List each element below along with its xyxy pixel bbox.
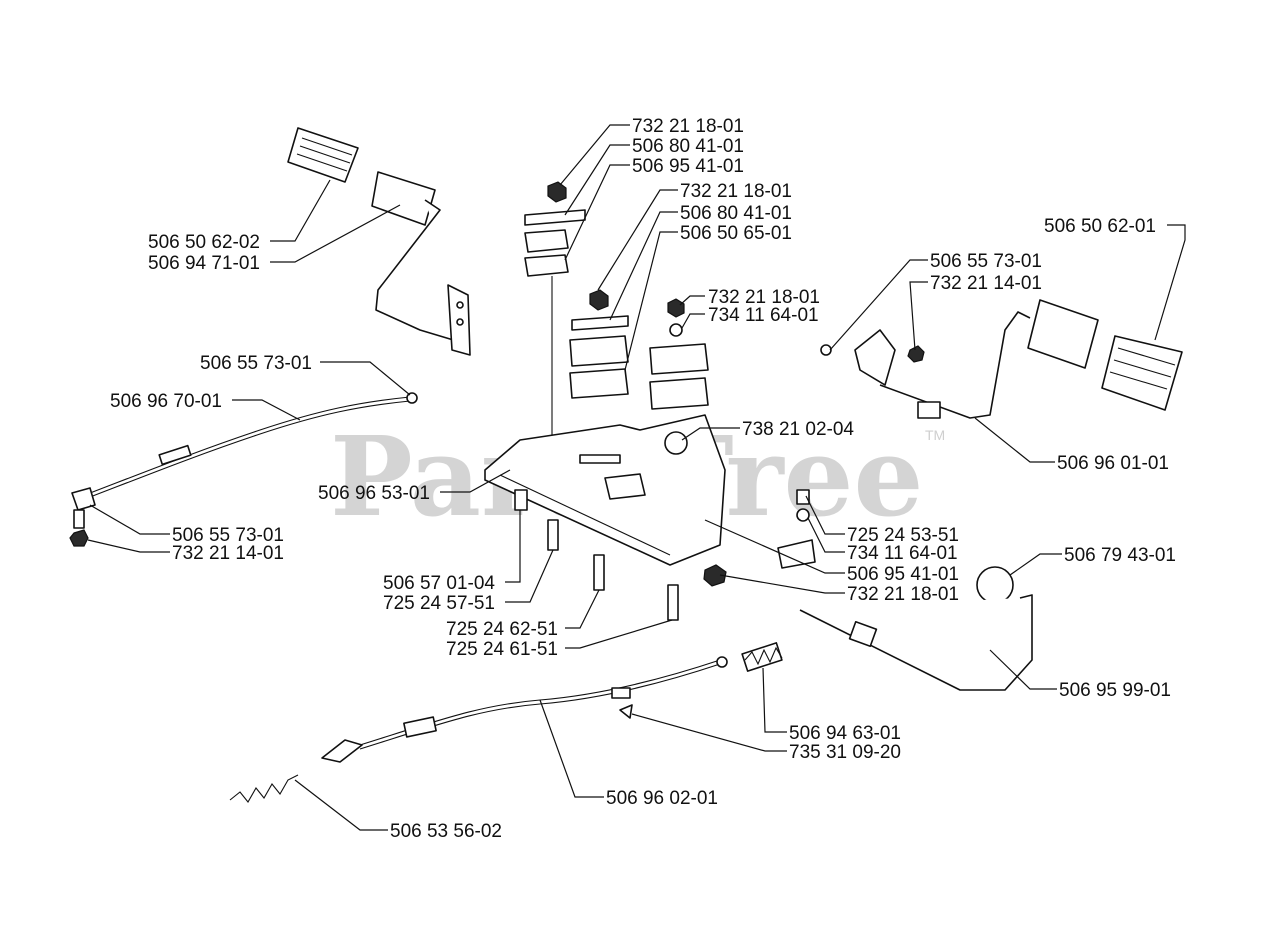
spring-lower	[229, 774, 299, 803]
part-label: 506 53 56-02	[390, 821, 502, 842]
part-label: 732 21 18-01	[632, 116, 744, 137]
part-label: 734 11 64-01	[708, 305, 819, 326]
part-label: 506 50 62-02	[148, 232, 260, 253]
spacer-stack-1	[524, 181, 586, 440]
part-label: 725 24 53-51	[847, 525, 959, 546]
lower-cable	[321, 656, 728, 763]
spacer-stack-3	[649, 298, 709, 410]
right-spacer-assembly	[777, 489, 816, 569]
part-label: 725 24 57-51	[383, 593, 495, 614]
part-label: 506 55 73-01	[930, 251, 1042, 272]
part-label: 734 11 64-01	[847, 543, 958, 564]
part-label: 506 55 73-01	[200, 353, 312, 374]
part-label: 738 21 02-04	[742, 419, 854, 440]
part-label: 732 21 14-01	[930, 273, 1042, 294]
part-label: 506 80 41-01	[632, 136, 744, 157]
part-label: 732 21 18-01	[680, 181, 792, 202]
part-label: 506 57 01-04	[383, 573, 495, 594]
shift-lever	[799, 566, 1033, 691]
part-label: 506 94 63-01	[789, 723, 901, 744]
right-pedal-arm	[820, 299, 1099, 419]
part-label: 732 21 18-01	[847, 584, 959, 605]
upper-cable	[69, 392, 418, 547]
part-label: 506 95 41-01	[632, 156, 744, 177]
plate-screws	[514, 489, 727, 621]
right-pedal-pad	[1101, 335, 1183, 411]
part-label: 506 50 62-01	[1044, 216, 1156, 237]
spring-upper	[741, 642, 783, 672]
left-pedal-pad	[287, 127, 359, 183]
leader-lines	[87, 124, 1186, 831]
watermark-trademark: TM	[925, 427, 945, 443]
part-label: 506 80 41-01	[680, 203, 792, 224]
part-label: 735 31 09-20	[789, 742, 901, 763]
part-label: 506 94 71-01	[148, 253, 260, 274]
left-pedal-arm	[371, 171, 471, 356]
part-label: 506 55 73-01	[172, 525, 284, 546]
part-label: 506 95 99-01	[1059, 680, 1171, 701]
part-label: 506 96 53-01	[318, 483, 430, 504]
part-label: 506 96 01-01	[1057, 453, 1169, 474]
part-label: 506 79 43-01	[1064, 545, 1176, 566]
mounting-plate	[484, 414, 726, 566]
part-label: 725 24 61-51	[446, 639, 558, 660]
part-label: 506 96 70-01	[110, 391, 222, 412]
part-label: 732 21 18-01	[708, 287, 820, 308]
part-label: 506 95 41-01	[847, 564, 959, 585]
part-label: 732 21 14-01	[172, 543, 284, 564]
part-label: 725 24 62-51	[446, 619, 558, 640]
part-labels: 732 21 18-01 506 80 41-01 506 95 41-01 7…	[110, 116, 1176, 842]
clip	[619, 704, 633, 719]
part-label: 506 96 02-01	[606, 788, 718, 809]
part-label: 506 50 65-01	[680, 223, 792, 244]
spacer-stack-2	[569, 289, 629, 399]
